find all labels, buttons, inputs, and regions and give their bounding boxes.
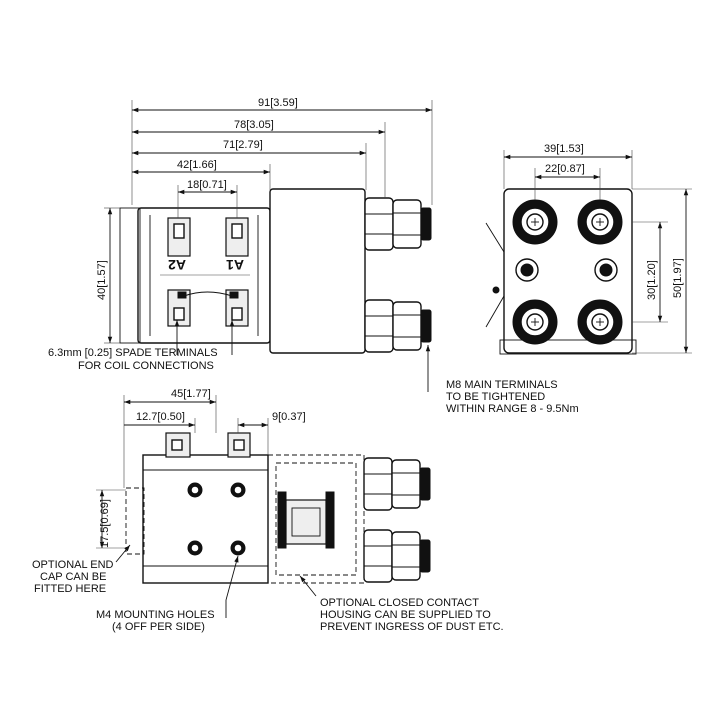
main-terminal-studs-top bbox=[364, 197, 432, 353]
note-housing-line1: OPTIONAL CLOSED CONTACT bbox=[320, 597, 479, 609]
side-main-terminal-studs bbox=[363, 457, 431, 583]
dim-40: 40[1.57] bbox=[96, 260, 108, 300]
terminal-mark-a1: A1 bbox=[226, 257, 244, 273]
side-view: 45[1.77] 12.7[0.50] 9[0.37] 17.5[0.69] O… bbox=[32, 388, 504, 633]
note-endcap-line3: FITTED HERE bbox=[34, 583, 106, 595]
note-endcap-line1: OPTIONAL END bbox=[32, 559, 114, 571]
dim-45: 45[1.77] bbox=[171, 388, 211, 400]
dim-9: 9[0.37] bbox=[272, 411, 306, 423]
dim-50: 50[1.97] bbox=[672, 258, 684, 298]
dim-42: 42[1.66] bbox=[177, 159, 217, 171]
dim-78: 78[3.05] bbox=[234, 119, 274, 131]
dim-39: 39[1.53] bbox=[544, 143, 584, 155]
side-optional-housing bbox=[267, 454, 365, 584]
spade-terminals-top bbox=[167, 217, 249, 327]
top-end-plate bbox=[119, 207, 141, 344]
note-spade-line1: 6.3mm [0.25] SPADE TERMINALS bbox=[48, 347, 218, 359]
top-view: A2 A1 bbox=[48, 97, 579, 415]
end-small-terminals bbox=[515, 258, 618, 282]
side-mounting-holes bbox=[187, 482, 246, 556]
note-housing-line2: HOUSING CAN BE SUPPLIED TO bbox=[320, 609, 491, 621]
side-coil-body bbox=[142, 454, 269, 584]
dim-22: 22[0.87] bbox=[545, 163, 585, 175]
end-main-terminals bbox=[512, 199, 623, 345]
end-view: 39[1.53] 22[0.87] 30[1.20] 50[1.97] bbox=[485, 143, 692, 355]
note-m8-line3: WITHIN RANGE 8 - 9.5Nm bbox=[446, 403, 579, 415]
note-housing-line3: PREVENT INGRESS OF DUST ETC. bbox=[320, 621, 504, 633]
note-spade-line2: FOR COIL CONNECTIONS bbox=[78, 360, 214, 372]
note-m4-line1: M4 MOUNTING HOLES bbox=[96, 609, 215, 621]
note-m8-line1: M8 MAIN TERMINALS bbox=[446, 379, 558, 391]
dim-17-5: 17.5[0.69] bbox=[99, 499, 111, 548]
dim-30: 30[1.20] bbox=[646, 260, 658, 300]
note-m4-line2: (4 OFF PER SIDE) bbox=[112, 621, 205, 633]
note-m8-line2: TO BE TIGHTENED bbox=[446, 391, 545, 403]
dim-71: 71[2.79] bbox=[223, 139, 263, 151]
side-end-cap-outline bbox=[125, 487, 145, 555]
top-contact-housing bbox=[269, 188, 366, 354]
terminal-mark-a2: A2 bbox=[168, 257, 186, 273]
dim-12-7: 12.7[0.50] bbox=[136, 411, 185, 423]
dim-18: 18[0.71] bbox=[187, 179, 227, 191]
dim-91: 91[3.59] bbox=[258, 97, 298, 109]
top-coil-body bbox=[137, 207, 271, 344]
note-endcap-line2: CAP CAN BE bbox=[40, 571, 106, 583]
